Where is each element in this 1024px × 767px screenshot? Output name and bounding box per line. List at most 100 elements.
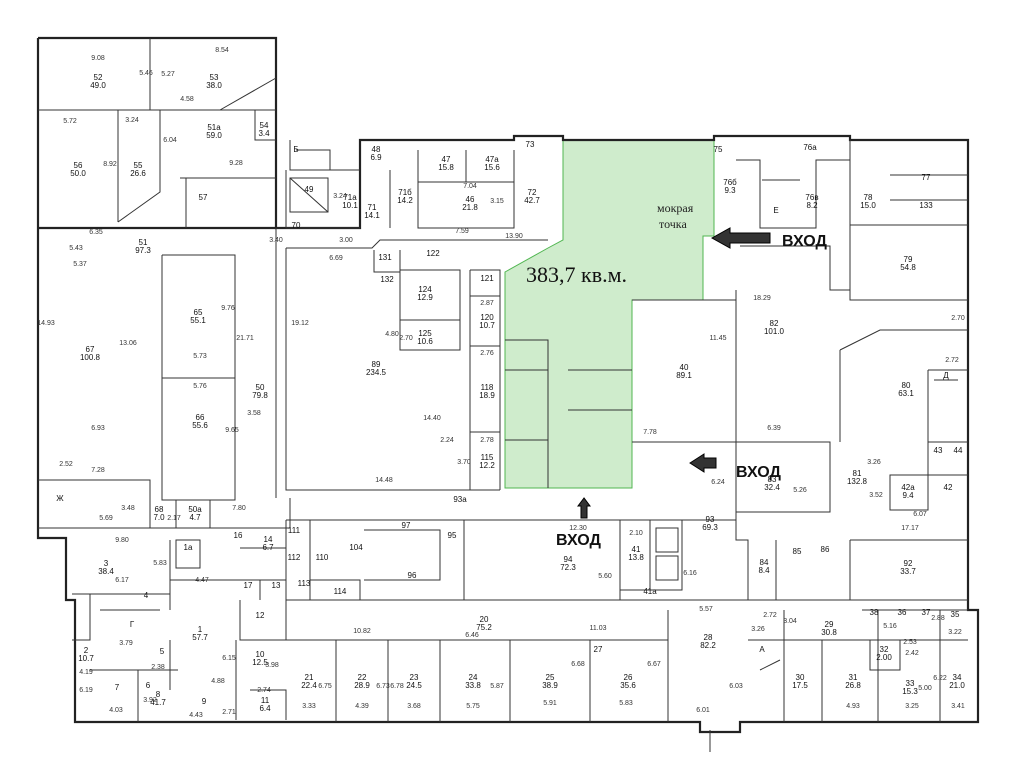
dimension-label: 5.27 bbox=[161, 71, 175, 78]
room-area: 82.2 bbox=[700, 641, 716, 650]
dimension-label: 10.82 bbox=[353, 628, 371, 635]
dimension-label: 7.59 bbox=[455, 228, 469, 235]
room-number: 1a bbox=[184, 543, 193, 552]
interior-walls bbox=[38, 38, 968, 722]
room-number: 76в bbox=[805, 193, 818, 202]
room-number: 24 bbox=[469, 673, 478, 682]
room-number: 2 bbox=[84, 646, 89, 655]
dimension-label: 5.37 bbox=[73, 261, 87, 268]
room-number: 1 bbox=[198, 625, 203, 634]
dimension-label: 3.68 bbox=[407, 703, 421, 710]
wet-point-label-line1: мокрая bbox=[657, 201, 694, 215]
dimension-label: 2.71 bbox=[222, 709, 236, 716]
dimension-label: 8.92 bbox=[103, 161, 117, 168]
room-number: 72 bbox=[528, 188, 537, 197]
dimension-label: 6.17 bbox=[115, 577, 129, 584]
room-number: 43 bbox=[934, 446, 943, 455]
room-number: E bbox=[773, 206, 778, 215]
dimension-label: 4.80 bbox=[385, 331, 399, 338]
entry-label-1: ВХОД bbox=[782, 233, 827, 250]
dimension-label: 2.52 bbox=[59, 461, 73, 468]
dimension-label: 6.78 bbox=[390, 683, 404, 690]
room-number: 5 bbox=[160, 647, 165, 656]
room-number: Г bbox=[130, 620, 135, 629]
dimension-label: 7.80 bbox=[232, 505, 246, 512]
dimension-label: 18.29 bbox=[753, 295, 771, 302]
room-area: 14.1 bbox=[364, 211, 380, 220]
room-number: 89 bbox=[372, 360, 381, 369]
room-number: Б bbox=[293, 145, 298, 154]
dimension-label: 4.58 bbox=[180, 96, 194, 103]
room-number: 132 bbox=[380, 275, 394, 284]
dimension-label: 5.72 bbox=[63, 118, 77, 125]
room-number: 122 bbox=[426, 249, 440, 258]
entry-arrow-3 bbox=[577, 497, 591, 519]
outer-walls bbox=[36, 36, 980, 734]
room-number: 79 bbox=[904, 255, 913, 264]
room-area: 6.9 bbox=[370, 153, 382, 162]
dimension-label: 5.69 bbox=[99, 515, 113, 522]
dimension-label: 5.57 bbox=[699, 606, 713, 613]
room-area: 42.7 bbox=[524, 196, 540, 205]
room-area: 38.4 bbox=[98, 567, 114, 576]
entry-arrow-2 bbox=[689, 453, 717, 473]
room-number: 115 bbox=[481, 453, 494, 462]
room-area: 21.8 bbox=[462, 203, 478, 212]
room-number: 54 bbox=[260, 121, 269, 130]
room-area: 15.0 bbox=[860, 201, 876, 210]
room-area: 41.7 bbox=[150, 698, 166, 707]
dimension-label: 9.65 bbox=[225, 427, 239, 434]
dimension-label: 4.39 bbox=[355, 703, 369, 710]
room-area: 32.4 bbox=[764, 483, 780, 492]
room-number: 48 bbox=[372, 145, 381, 154]
room-area: 54.8 bbox=[900, 263, 916, 272]
room-area: 22.4 bbox=[301, 681, 317, 690]
room-area: 10.6 bbox=[417, 337, 433, 346]
dimension-label: 6.22 bbox=[933, 675, 947, 682]
room-area: 21.0 bbox=[949, 681, 965, 690]
dimension-label: 2.88 bbox=[931, 615, 945, 622]
dimension-label: 3.26 bbox=[867, 459, 881, 466]
dimension-label: 2.10 bbox=[629, 530, 643, 537]
room-number: 41 bbox=[632, 545, 641, 554]
room-area: 9.4 bbox=[902, 491, 914, 500]
room-number: 120 bbox=[480, 313, 494, 322]
highlighted-rental-area[interactable] bbox=[504, 139, 715, 489]
dimension-label: 3.52 bbox=[869, 492, 883, 499]
room-number: 85 bbox=[793, 547, 802, 556]
room-area: 132.8 bbox=[847, 477, 868, 486]
room-area: 30.8 bbox=[821, 628, 837, 637]
room-area: 57.7 bbox=[192, 633, 208, 642]
dimension-label: 4.19 bbox=[79, 669, 93, 676]
dimension-label: 2.72 bbox=[945, 357, 959, 364]
dimension-label: 5.87 bbox=[490, 683, 504, 690]
dimension-label: 3.58 bbox=[247, 410, 261, 417]
room-area: 12.5 bbox=[252, 658, 268, 667]
room-number: 83 bbox=[768, 475, 777, 484]
dimension-label: 8.54 bbox=[215, 47, 229, 54]
room-number: 38 bbox=[870, 608, 879, 617]
room-area: 15.3 bbox=[902, 687, 918, 696]
room-area: 12.2 bbox=[479, 461, 495, 470]
room-number: 3 bbox=[104, 559, 109, 568]
room-number: 51 bbox=[139, 238, 148, 247]
dimension-label: 2.74 bbox=[257, 687, 271, 694]
room-number: 51a bbox=[207, 123, 221, 132]
room-number: 71a bbox=[343, 193, 357, 202]
room-number: 97 bbox=[402, 521, 411, 530]
room-number: 49 bbox=[305, 185, 314, 194]
room-number: 67 bbox=[86, 345, 95, 354]
dimension-label: 2.87 bbox=[480, 300, 494, 307]
dimension-label: 5.00 bbox=[918, 685, 932, 692]
room-number: 84 bbox=[760, 558, 769, 567]
room-area: 8.2 bbox=[806, 201, 818, 210]
room-number: 14 bbox=[264, 535, 273, 544]
dimension-label: 2.76 bbox=[480, 350, 494, 357]
dimension-label: 3.15 bbox=[490, 198, 504, 205]
room-number: 71 bbox=[368, 203, 377, 212]
room-area: 97.3 bbox=[135, 246, 151, 255]
room-area: 38.9 bbox=[542, 681, 558, 690]
room-area: 55.6 bbox=[192, 421, 208, 430]
dimension-label: 6.16 bbox=[683, 570, 697, 577]
room-number: 47a bbox=[485, 155, 499, 164]
